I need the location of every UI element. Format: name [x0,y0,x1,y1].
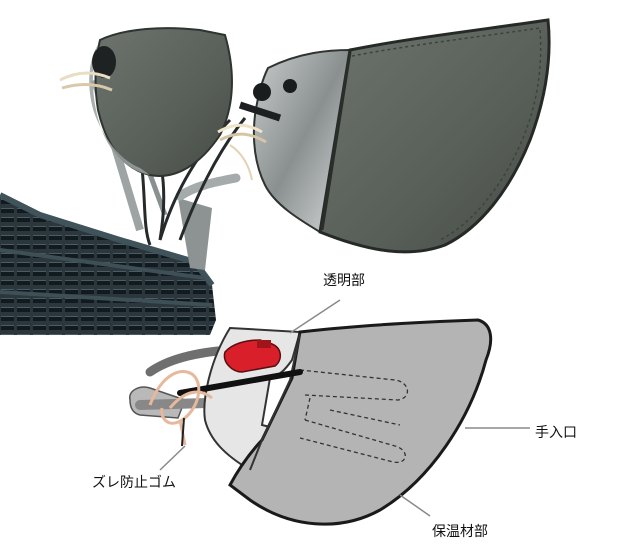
left-cover-photo [59,27,233,177]
clear-part-label: 透明部 [323,273,365,289]
handlebar-stem [178,198,212,270]
hand-entry-label: 手入口 [535,425,577,441]
basket [0,192,216,335]
handlebar-cover-photo [0,18,551,335]
handlebar-cover-diagram [129,299,530,526]
leader-lines [159,299,530,517]
insulation-part-label: 保温材部 [432,524,488,540]
right-cover-photo [217,18,551,254]
anti-slip-band-label: ズレ防止ゴム [92,475,176,491]
inner-channels [299,369,409,463]
